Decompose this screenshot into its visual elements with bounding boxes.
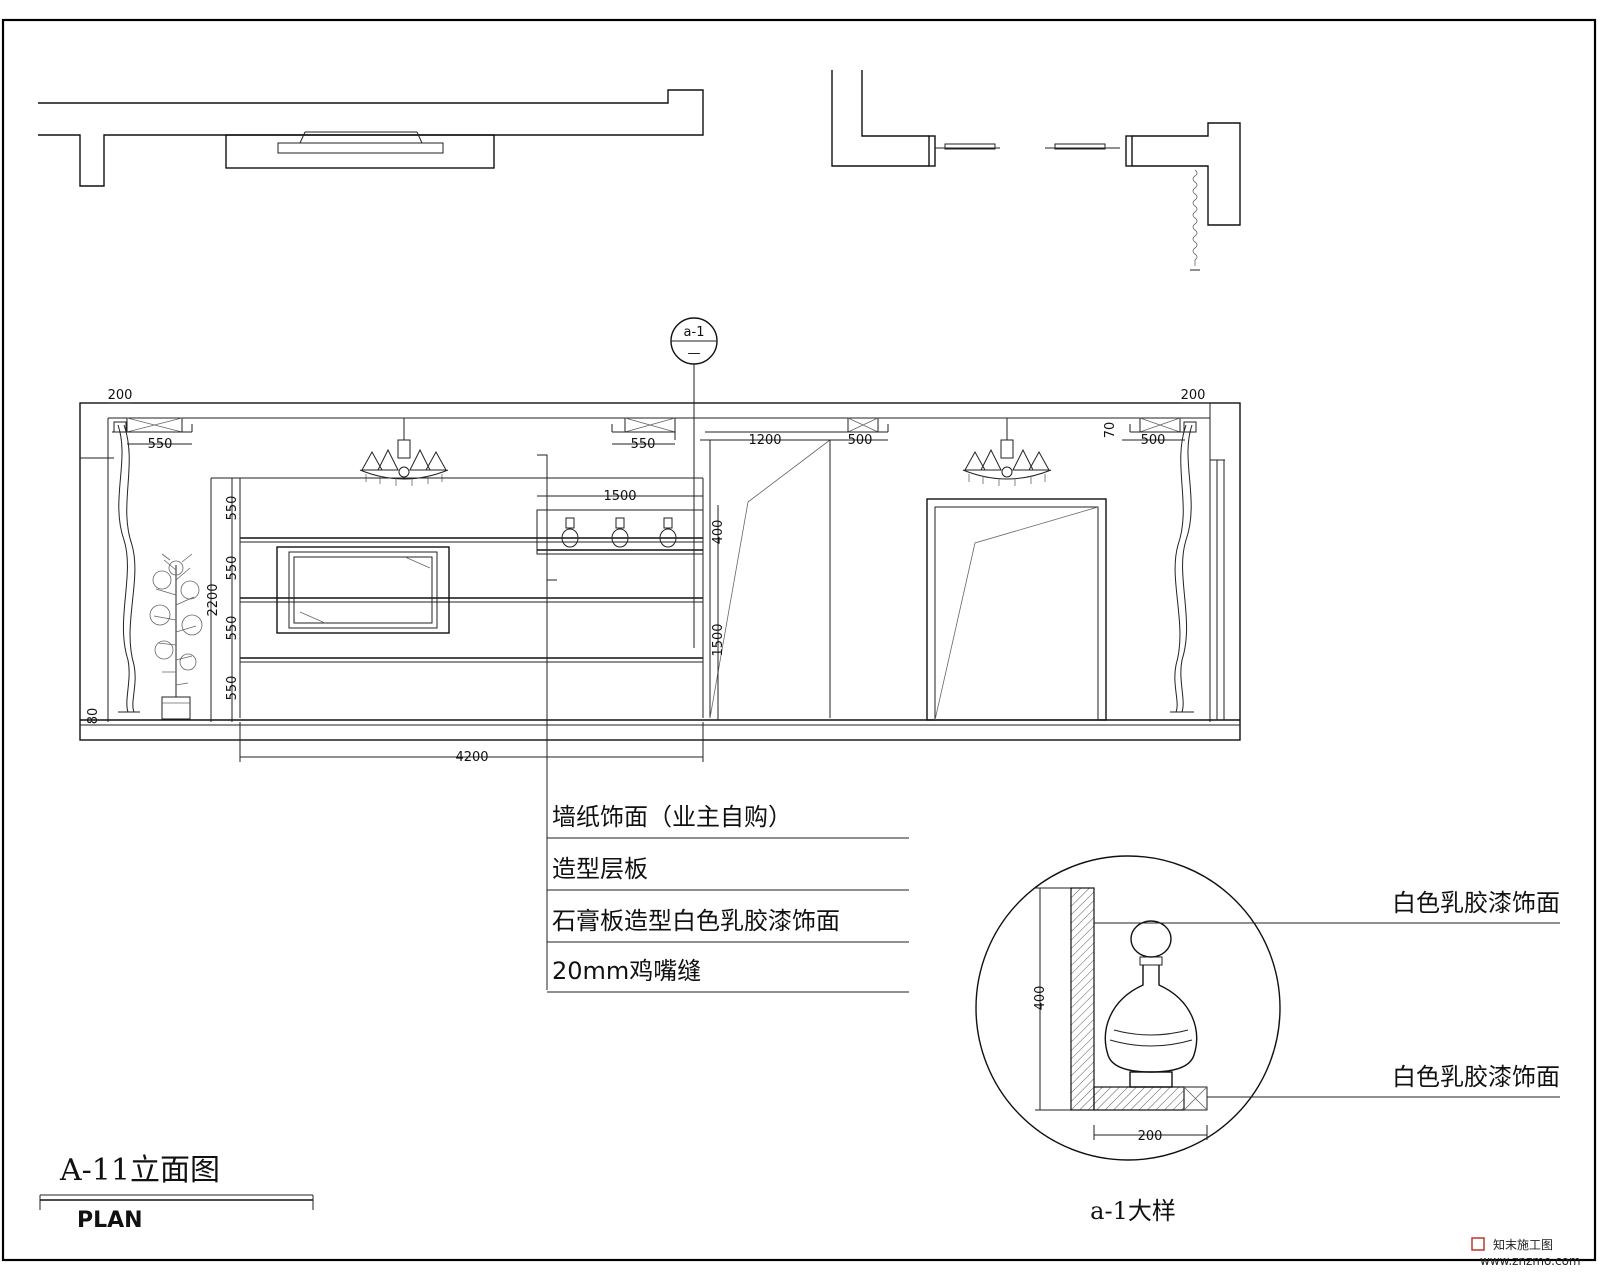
title-block: A-11立面图 PLAN xyxy=(39,1153,314,1233)
dim-500-right: 500 xyxy=(1141,433,1166,448)
detail-title: a-1大样 xyxy=(1090,1197,1176,1225)
watermark-url: www.znzmo.com xyxy=(1480,1254,1581,1268)
tv-frame xyxy=(276,546,450,634)
chandelier-right xyxy=(962,418,1052,486)
detail-note-top: 白色乳胶漆饰面 xyxy=(1392,889,1560,917)
detail-dim-200: 200 xyxy=(1138,1129,1163,1144)
note-gypsum: 石膏板造型白色乳胶漆饰面 xyxy=(552,907,840,935)
dimensions-top: 200 200 550 550 1200 500 500 70 xyxy=(108,388,1210,452)
ceiling-trough-mid xyxy=(611,417,676,440)
main-elevation: a-1 — 200 200 550 550 1200 500 500 70 15… xyxy=(79,317,1241,990)
dim-70: 70 xyxy=(1103,422,1118,439)
glass-partition xyxy=(709,439,831,719)
dim-550-c: 550 xyxy=(225,616,240,641)
drawing-title: A-11立面图 xyxy=(59,1153,220,1188)
dim-80: 80 xyxy=(86,708,101,725)
dim-550-d: 550 xyxy=(225,676,240,701)
dim-1200: 1200 xyxy=(748,433,781,448)
brand-logo-icon xyxy=(1471,1237,1485,1251)
dim-550-b: 550 xyxy=(225,556,240,581)
detail-marker: a-1 — xyxy=(670,317,718,648)
dim-550-left: 550 xyxy=(148,437,173,452)
dim-550-mid: 550 xyxy=(631,437,656,452)
dim-2200: 2200 xyxy=(206,583,221,616)
dim-1500-height: 1500 xyxy=(711,623,726,656)
dimension-bottom: 4200 xyxy=(239,722,704,765)
display-shelf xyxy=(536,509,704,555)
material-notes: 墙纸饰面（业主自购） 造型层板 石膏板造型白色乳胶漆饰面 20mm鸡嘴缝 xyxy=(547,803,909,993)
ceiling-trough-left xyxy=(112,417,193,433)
marker-top-label: a-1 xyxy=(684,325,705,340)
potted-plant xyxy=(149,553,203,720)
plan-section-left xyxy=(38,89,704,187)
dimensions-shelf: 1500 400 1500 xyxy=(537,489,726,720)
dimensions-left: 2200 550 550 550 550 80 xyxy=(86,496,240,725)
dim-200-right: 200 xyxy=(1181,388,1206,403)
note-groove: 20mm鸡嘴缝 xyxy=(552,957,701,985)
drawing-subtitle: PLAN xyxy=(77,1208,143,1233)
dim-550-a: 550 xyxy=(225,496,240,521)
note-wallpaper: 墙纸饰面（业主自购） xyxy=(552,803,792,831)
dim-500-mid: 500 xyxy=(848,433,873,448)
detail-a1: 400 200 白色乳胶漆饰面 白色乳胶漆饰面 a-1大样 xyxy=(975,855,1560,1225)
chandelier-left xyxy=(359,418,449,486)
marker-bottom-label: — xyxy=(688,346,701,361)
watermark-brand: 知末施工图 xyxy=(1493,1238,1553,1252)
plan-section-right xyxy=(831,70,1241,271)
door xyxy=(926,498,1107,721)
vase-icon xyxy=(1104,920,1198,1088)
watermark: 知末施工图 www.znzmo.com xyxy=(1471,1237,1581,1268)
dim-1500-shelf: 1500 xyxy=(603,489,636,504)
ceiling-trough-right xyxy=(1129,417,1185,433)
dim-4200: 4200 xyxy=(455,750,488,765)
dim-400-shelf: 400 xyxy=(711,520,726,545)
feature-wall xyxy=(210,477,704,722)
curtain-left xyxy=(113,421,140,713)
dim-200-left: 200 xyxy=(108,388,133,403)
detail-dim-400: 400 xyxy=(1033,986,1048,1011)
ceiling-trough-mid2 xyxy=(705,417,889,433)
curtain-right xyxy=(1170,421,1197,713)
note-shelf: 造型层板 xyxy=(552,855,648,883)
sheet-border xyxy=(1,18,1597,1262)
detail-note-bottom: 白色乳胶漆饰面 xyxy=(1392,1063,1560,1091)
